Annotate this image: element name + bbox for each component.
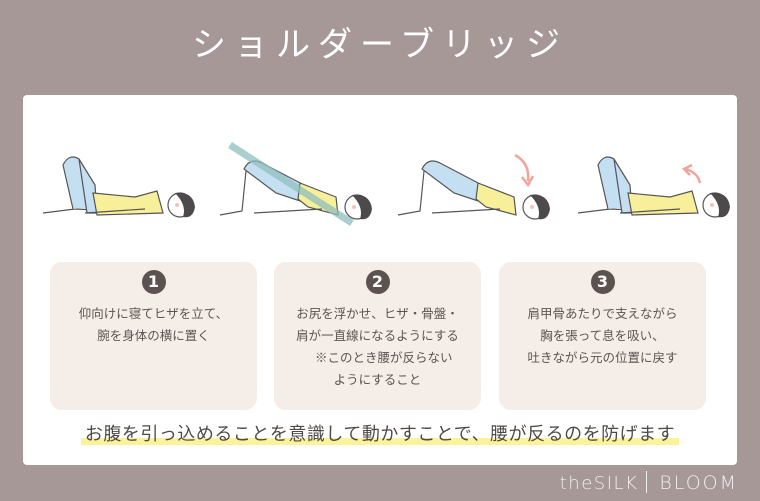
brand-logo: theSILK BLOOM [560, 470, 738, 497]
step-number-badge: 1 [141, 270, 166, 294]
pose-illustration-3 [397, 153, 550, 220]
brand-divider [646, 471, 648, 493]
tip-text: お腹を引っ込めることを意識して動かすことで、腰が反るのを防げます [80, 422, 680, 448]
arrow-up-icon [685, 167, 702, 184]
step-card-3: 3 肩甲骨あたりで支えながら 胸を張って息を吸い、 吐きながら元の位置に戻す [499, 262, 706, 410]
tip-container: お腹を引っ込めることを意識して動かすことで、腰が反るのを防げます [44, 422, 716, 448]
step-card-2: 2 お尻を浮かせ、ヒザ・骨盤・ 肩が一直線になるようにする ※このとき腰が反らな… [274, 262, 481, 410]
step-number-badge: 2 [365, 270, 390, 294]
step-card-1: 1 仰向けに寝てヒザを立て、 腕を身体の横に置く [50, 262, 257, 410]
page-title: ショルダーブリッジ [192, 25, 568, 65]
step-description: 仰向けに寝てヒザを立て、 腕を身体の横に置く [78, 306, 229, 343]
pose-illustration-1 [42, 156, 195, 218]
brand-right: BLOOM [659, 472, 738, 494]
step-number-badge: 3 [590, 270, 615, 294]
pose-illustration-4 [577, 156, 730, 218]
arrow-down-icon [514, 153, 530, 182]
pose-illustration-2 [219, 142, 372, 226]
brand-left: theSILK [559, 473, 639, 494]
step-description: お尻を浮かせ、ヒザ・骨盤・ 肩が一直線になるようにする ※このとき腰が反らない … [296, 306, 459, 387]
step-description: 肩甲骨あたりで支えながら 胸を張って息を吸い、 吐きながら元の位置に戻す [527, 306, 678, 365]
